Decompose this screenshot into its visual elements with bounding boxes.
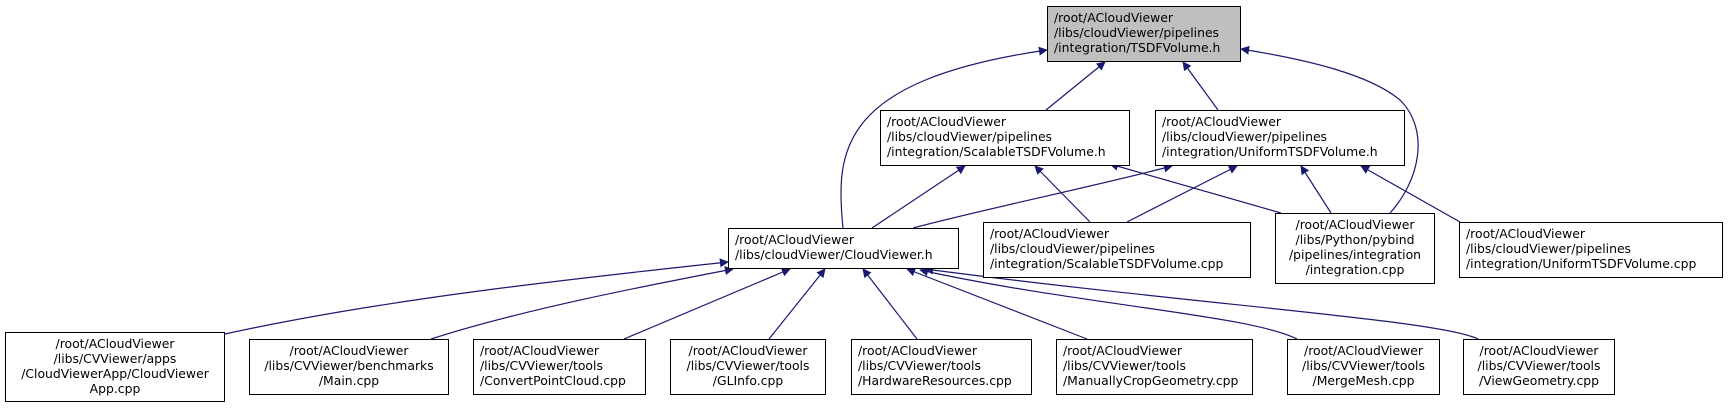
node-label-line: /HardwareResources.cpp [858, 373, 1012, 388]
node-label-line: /root/ACloudViewer [289, 343, 409, 358]
node-label-line: /libs/CVViewer/tools [480, 358, 603, 373]
node-label-line: /libs/cloudViewer/pipelines [887, 129, 1053, 144]
edge-integration-cpp-to-tsdf-h [1240, 45, 1419, 214]
node-label-line: /libs/cloudViewer/pipelines [1054, 25, 1220, 40]
node-label-line: /integration/TSDFVolume.h [1054, 40, 1221, 55]
node-label-line: /integration/ScalableTSDFVolume.cpp [990, 256, 1224, 271]
graph-node-integration-cpp[interactable]: /root/ACloudViewer/libs/Python/pybind/pi… [1275, 213, 1435, 284]
edge-merge-cpp-to-cloudviewer-h [919, 267, 1298, 340]
node-label-line: /CloudViewerApp/CloudViewer [21, 366, 209, 381]
node-label-line: /ConvertPointCloud.cpp [480, 373, 626, 388]
edge-crop-cpp-to-cloudviewer-h [906, 267, 1088, 340]
node-label-line: /root/ACloudViewer [1054, 10, 1173, 25]
node-label-line: App.cpp [89, 381, 141, 396]
graph-node-cloudviewer-h[interactable]: /root/ACloudViewer/libs/cloudViewer/Clou… [728, 228, 959, 269]
graph-node-uniform-cpp[interactable]: /root/ACloudViewer/libs/cloudViewer/pipe… [1459, 222, 1723, 278]
edge-integration-cpp-to-uniform-h [1300, 165, 1332, 214]
graph-node-hardware-cpp[interactable]: /root/ACloudViewer/libs/CVViewer/tools/H… [851, 339, 1032, 395]
edge-main-cpp-to-cloudviewer-h [430, 266, 734, 340]
graph-node-uniform-h[interactable]: /root/ACloudViewer/libs/cloudViewer/pipe… [1155, 110, 1405, 166]
graph-node-app-cpp[interactable]: /root/ACloudViewer/libs/CVViewer/apps/Cl… [5, 332, 225, 402]
node-label-line: /root/ACloudViewer [1063, 343, 1182, 358]
node-label-line: /MergeMesh.cpp [1312, 373, 1415, 388]
node-label-line: /ManuallyCropGeometry.cpp [1063, 373, 1239, 388]
node-label-line: /root/ACloudViewer [1479, 343, 1599, 358]
node-label-line: /libs/cloudViewer/pipelines [1162, 129, 1328, 144]
edge-convert-cpp-to-cloudviewer-h [623, 268, 791, 340]
node-label-line: /root/ACloudViewer [688, 343, 808, 358]
node-label-line: /libs/cloudViewer/CloudViewer.h [735, 247, 933, 262]
edge-hardware-cpp-to-cloudviewer-h [862, 268, 918, 340]
node-label-line: /root/ACloudViewer [887, 114, 1006, 129]
node-label-line: /GLInfo.cpp [712, 373, 784, 388]
node-label-line: /root/ACloudViewer [735, 232, 854, 247]
edge-scalable-cpp-to-uniform-h [1126, 165, 1238, 223]
node-label-line: /root/ACloudViewer [55, 336, 175, 351]
node-label-line: /root/ACloudViewer [1162, 114, 1281, 129]
edge-cloudviewer-h-to-tsdf-h [840, 46, 1048, 229]
node-label-line: /libs/CVViewer/benchmarks [264, 358, 434, 373]
node-label-line: /integration.cpp [1305, 262, 1405, 277]
node-label-line: /integration/UniformTSDFVolume.cpp [1466, 256, 1697, 271]
graph-node-main-cpp[interactable]: /root/ACloudViewer/libs/CVViewer/benchma… [249, 339, 449, 395]
edge-cloudviewer-h-to-uniform-h [912, 163, 1173, 229]
node-label-line: /root/ACloudViewer [1466, 226, 1585, 241]
node-label-line: /root/ACloudViewer [990, 226, 1109, 241]
graph-node-merge-cpp[interactable]: /root/ACloudViewer/libs/CVViewer/tools/M… [1287, 339, 1440, 395]
graph-node-glinfo-cpp[interactable]: /root/ACloudViewer/libs/CVViewer/tools/G… [670, 339, 826, 395]
edge-scalable-cpp-to-scalable-h [1034, 165, 1091, 223]
graph-node-scalable-h[interactable]: /root/ACloudViewer/libs/cloudViewer/pipe… [880, 110, 1130, 166]
node-label-line: /root/ACloudViewer [480, 343, 599, 358]
edge-integration-cpp-to-scalable-h [1109, 161, 1282, 214]
node-label-line: /libs/cloudViewer/pipelines [990, 241, 1156, 256]
graph-node-convert-cpp[interactable]: /root/ACloudViewer/libs/CVViewer/tools/C… [473, 339, 646, 395]
node-label-line: /integration/ScalableTSDFVolume.h [887, 144, 1106, 159]
edge-scalable-h-to-tsdf-h [1045, 61, 1106, 111]
edge-cloudviewer-h-to-scalable-h [871, 165, 966, 229]
graph-node-view-cpp[interactable]: /root/ACloudViewer/libs/CVViewer/tools/V… [1463, 339, 1615, 395]
node-label-line: /integration/UniformTSDFVolume.h [1162, 144, 1378, 159]
edge-glinfo-cpp-to-cloudviewer-h [768, 268, 826, 340]
edge-uniform-cpp-to-uniform-h [1360, 165, 1461, 223]
node-label-line: /Main.cpp [318, 373, 380, 388]
node-label-line: /libs/CVViewer/tools [858, 358, 981, 373]
graph-node-tsdf-h[interactable]: /root/ACloudViewer/libs/cloudViewer/pipe… [1047, 6, 1241, 62]
node-label-line: /libs/CVViewer/tools [1063, 358, 1186, 373]
node-label-line: /libs/cloudViewer/pipelines [1466, 241, 1632, 256]
node-label-line: /libs/Python/pybind [1295, 232, 1415, 247]
edge-uniform-h-to-tsdf-h [1182, 61, 1219, 111]
node-label-line: /root/ACloudViewer [1295, 217, 1415, 232]
graph-node-crop-cpp[interactable]: /root/ACloudViewer/libs/CVViewer/tools/M… [1056, 339, 1253, 395]
edge-app-cpp-to-cloudviewer-h [224, 258, 729, 335]
node-label-line: /root/ACloudViewer [1304, 343, 1423, 358]
node-label-line: /libs/CVViewer/tools [1302, 358, 1425, 373]
graph-node-scalable-cpp[interactable]: /root/ACloudViewer/libs/cloudViewer/pipe… [983, 222, 1251, 278]
node-label-line: /libs/CVViewer/tools [686, 358, 810, 373]
node-label-line: /ViewGeometry.cpp [1478, 373, 1600, 388]
node-label-line: /root/ACloudViewer [858, 343, 977, 358]
node-label-line: /libs/CVViewer/tools [1477, 358, 1601, 373]
node-label-line: /pipelines/integration [1288, 247, 1422, 262]
edge-view-cpp-to-cloudviewer-h [924, 265, 1479, 340]
node-label-line: /libs/CVViewer/apps [53, 351, 177, 366]
